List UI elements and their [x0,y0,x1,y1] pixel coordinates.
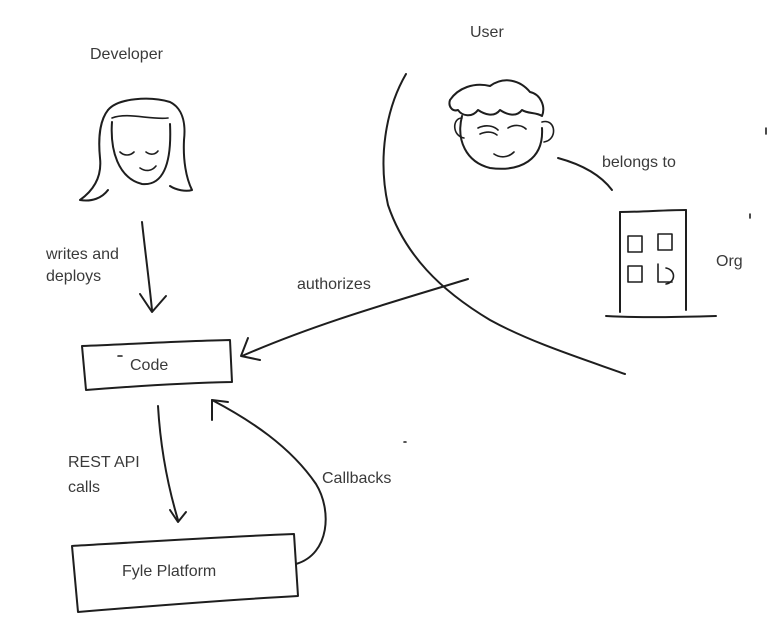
code-box: Code [81,339,233,391]
rest-api-label-line2: calls [68,479,100,496]
org-label: Org [716,253,743,270]
writes-deploys-label-line2: deploys [46,268,101,285]
belongs-to-label: belongs to [602,154,676,171]
rest-api-label-line1: REST API [68,454,140,471]
writes-deploys-label-line1: writes and [45,246,119,263]
authorizes-label: authorizes [297,276,371,293]
stray-marks [117,127,767,443]
callbacks-arrow [211,399,327,565]
writes-deploys-arrow [139,221,167,313]
platform-box: Fyle Platform [71,533,299,613]
code-label: Code [130,357,168,374]
platform-label: Fyle Platform [122,563,216,580]
developer-label: Developer [90,46,164,63]
user-figure-icon [448,79,555,170]
developer-figure-icon [79,97,193,202]
callbacks-label: Callbacks [322,470,391,487]
developer-actor: Developer writes and deploys [45,46,193,313]
user-label: User [470,24,504,41]
user-boundary-curve [382,73,626,375]
org-building-icon [605,209,717,319]
user-org-region: User belongs to [240,24,743,375]
rest-api-arrow [157,405,187,523]
authorizes-arrow [240,278,469,361]
belongs-to-connector [557,157,613,191]
